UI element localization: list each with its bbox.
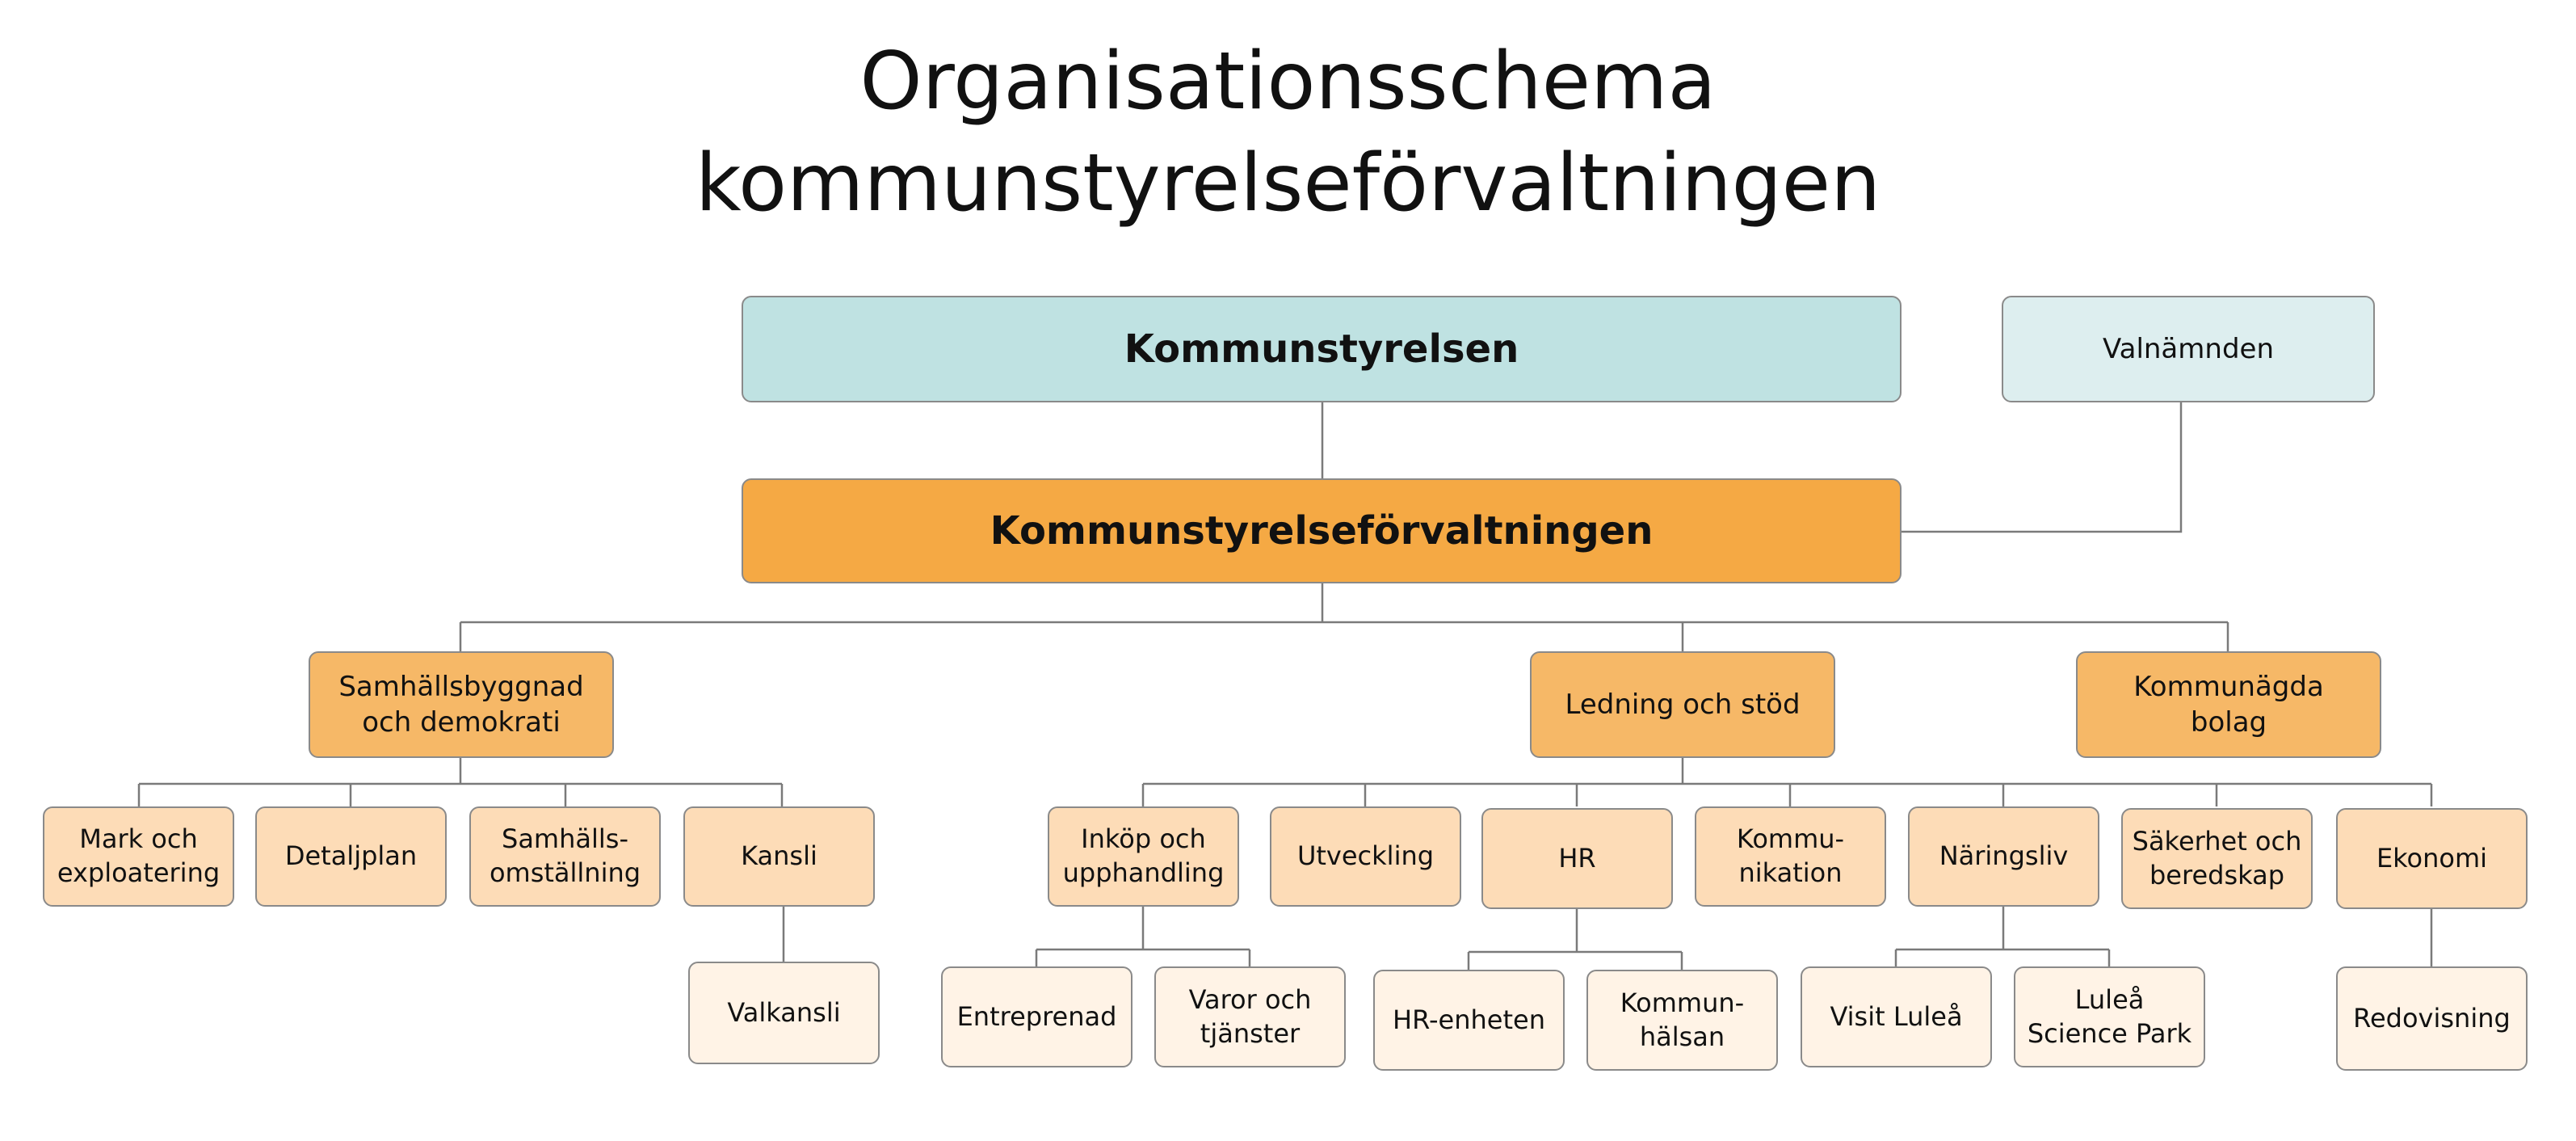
page-title-line-1: Organisationsschema — [859, 36, 1717, 128]
node-kommunikation: Kommu- nikation — [1695, 806, 1886, 907]
node-hr: HR — [1481, 808, 1673, 909]
node-kommunhalsan: Kommun- hälsan — [1586, 970, 1778, 1071]
node-utveckling: Utveckling — [1270, 806, 1461, 907]
node-redovisning: Redovisning — [2336, 966, 2528, 1071]
node-samhallsomstallning: Samhälls- omställning — [469, 806, 661, 907]
node-kommunagda-bolag: Kommunägda bolag — [2076, 651, 2381, 758]
node-inkop-och-upphandling: Inköp och upphandling — [1048, 806, 1239, 907]
node-kansli: Kansli — [683, 806, 875, 907]
node-naringsliv: Näringsliv — [1908, 806, 2099, 907]
node-ledning-och-stod: Ledning och stöd — [1530, 651, 1835, 758]
node-valkansli: Valkansli — [688, 962, 880, 1064]
node-kommunstyrelsen: Kommunstyrelsen — [742, 296, 1902, 402]
node-varor-och-tjanster: Varor och tjänster — [1154, 966, 1346, 1067]
node-samhallsbyggnad-och-demokrati: Samhällsbyggnad och demokrati — [309, 651, 614, 758]
node-visit-lulea: Visit Luleå — [1801, 966, 1992, 1067]
page-title-line-2: kommunstyrelseförvaltningen — [695, 137, 1881, 229]
node-hr-enheten: HR-enheten — [1373, 970, 1565, 1071]
node-sakerhet-och-beredskap: Säkerhet och beredskap — [2121, 808, 2313, 909]
node-lulea-science-park: Luleå Science Park — [2014, 966, 2205, 1067]
node-entreprenad: Entreprenad — [941, 966, 1133, 1067]
node-detaljplan: Detaljplan — [255, 806, 447, 907]
node-valnamnden: Valnämnden — [2002, 296, 2375, 402]
node-mark-och-exploatering: Mark och exploatering — [43, 806, 234, 907]
node-kommunstyrelseforvaltningen: Kommunstyrelseförvaltningen — [742, 478, 1902, 583]
node-ekonomi: Ekonomi — [2336, 808, 2528, 909]
